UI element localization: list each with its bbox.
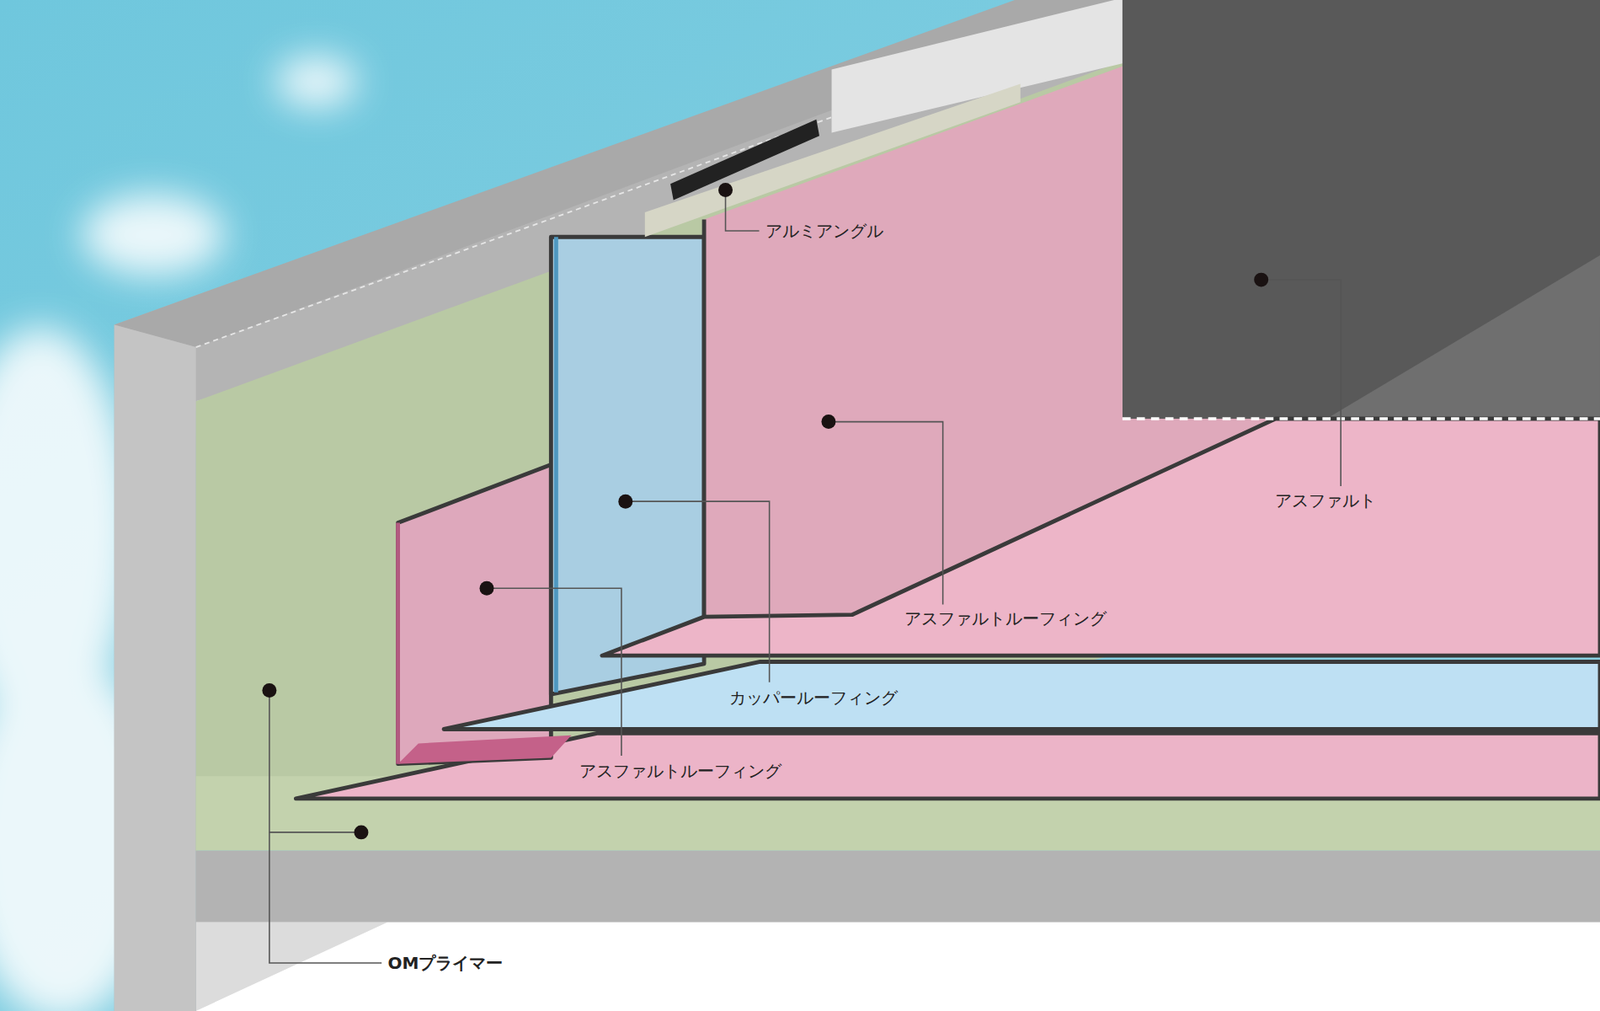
part-label: アスファルトルーフィング (904, 608, 1107, 629)
part-label: アスファルトルーフィング (579, 760, 782, 781)
part-label: カッパールーフィング (729, 687, 898, 708)
part-label: OMプライマー (387, 952, 503, 973)
part-label: アルミアングル (765, 220, 884, 241)
part-label: アスファルト (1274, 490, 1376, 511)
